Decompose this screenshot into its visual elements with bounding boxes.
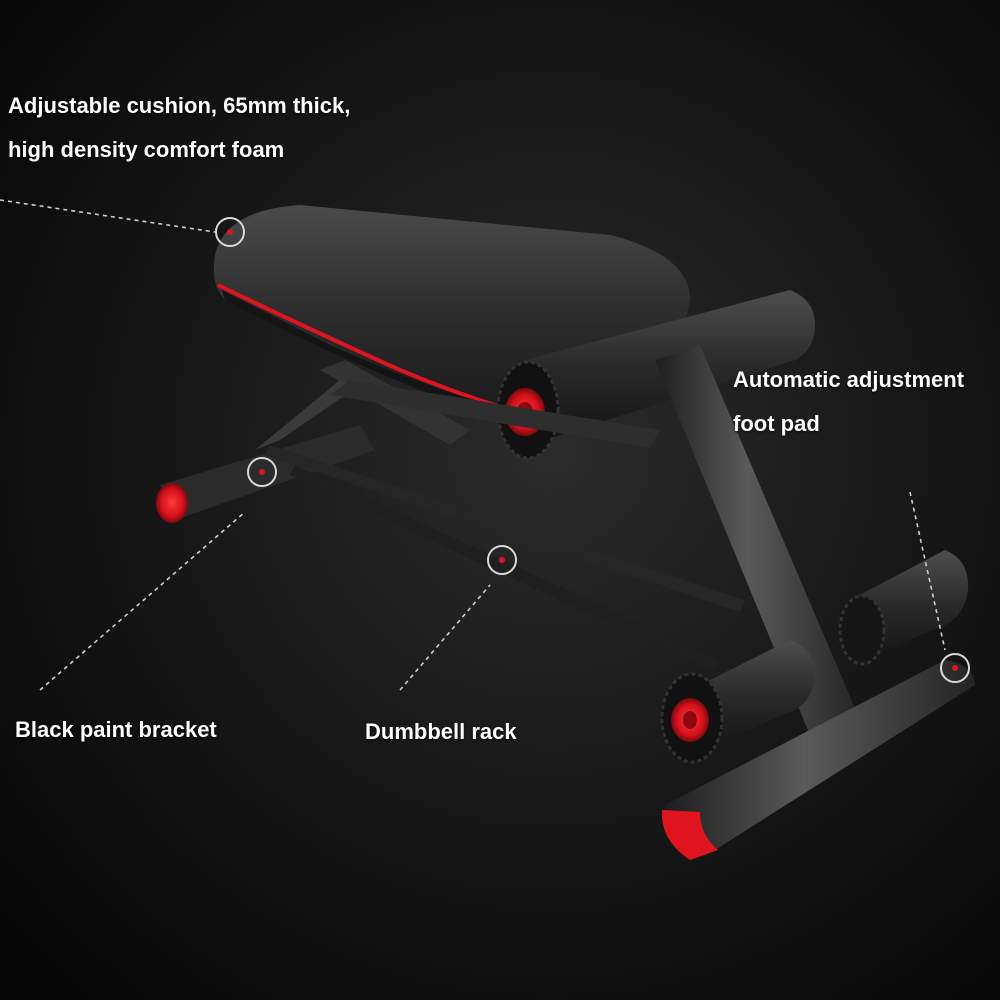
bracket-leader-line bbox=[39, 511, 246, 691]
cushion-callout: Adjustable cushion, 65mm thick, high den… bbox=[8, 84, 350, 172]
marker-icon bbox=[940, 653, 970, 683]
cushion-callout-line2: high density comfort foam bbox=[8, 137, 285, 162]
rack-callout-text: Dumbbell rack bbox=[365, 719, 517, 744]
marker-icon bbox=[215, 217, 245, 247]
footpad-leader-line bbox=[909, 491, 946, 651]
frame bbox=[156, 345, 975, 860]
footpad-callout-line1: Automatic adjustment bbox=[733, 367, 965, 392]
footpad-callout-line2: foot pad bbox=[733, 411, 820, 436]
markers bbox=[215, 217, 970, 683]
marker-icon bbox=[487, 545, 517, 575]
bracket-callout: Black paint bracket bbox=[15, 708, 217, 752]
footpad-callout: Automatic adjustment foot pad bbox=[733, 358, 964, 446]
cushion-callout-line1: Adjustable cushion, 65mm thick, bbox=[8, 93, 351, 118]
rack-callout: Dumbbell rack bbox=[365, 710, 517, 754]
callout-lines bbox=[0, 199, 946, 691]
bracket-callout-text: Black paint bracket bbox=[15, 717, 217, 742]
rack-leader-line bbox=[399, 584, 491, 691]
foot-rollers bbox=[660, 550, 969, 764]
marker-icon bbox=[247, 457, 277, 487]
cushion-leader-line bbox=[0, 199, 216, 233]
